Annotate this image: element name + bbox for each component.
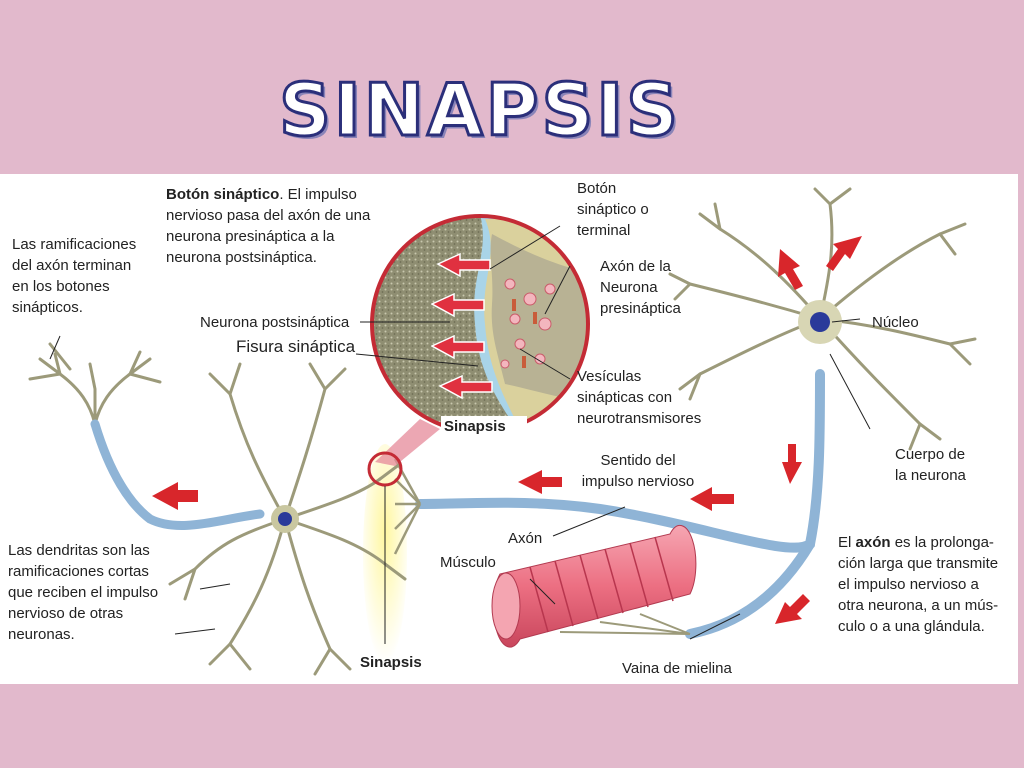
impulse-arrows: [152, 236, 862, 624]
neurotransmitter-arrows: [430, 252, 493, 400]
arrow-down-axon: [782, 444, 802, 484]
muscle: [491, 524, 697, 648]
label-axon-def-post: es la prolonga-ción larga que transmite …: [838, 534, 999, 635]
axon-left: [90, 419, 265, 530]
label-boton-terminal: Botón sináptico o terminal: [577, 180, 649, 239]
arrow-dendrite-2: [826, 236, 862, 271]
nerve-endings-muscle: [559, 613, 691, 635]
label-axon-definicion: El axón es la prolonga-ción larga que tr…: [838, 532, 1008, 637]
label-axon-def-pre: El: [838, 534, 856, 551]
arrow-mid-axon: [690, 487, 734, 511]
synapse-circle: [367, 451, 403, 487]
synapse-terminal-fan: [393, 458, 422, 555]
axon-to-muscle: [685, 539, 815, 639]
label-fisura-sinaptica: Fisura sináptica: [236, 337, 356, 356]
synapse-diagram: Botón sináptico. El impulso nervioso pas…: [0, 174, 1018, 684]
zoom-connector: [375, 419, 440, 466]
arrow-left-axon: [152, 482, 198, 510]
left-neuron-dendrites: [168, 362, 407, 676]
label-boton-sinaptico: Botón sináptico. El impulso nervioso pas…: [166, 184, 381, 268]
right-neuron-nucleus: [810, 312, 830, 332]
label-boton-sinaptico-title: Botón sináptico: [166, 186, 280, 203]
main-axon: [415, 369, 825, 553]
label-sinapsis-bottom: Sinapsis: [360, 654, 422, 671]
synapse-zoom: [372, 216, 588, 432]
leader-lines: [49, 225, 871, 644]
label-vesiculas: Vesículas sinápticas con neurotransmisor…: [577, 368, 702, 427]
label-cuerpo-neurona: Cuerpo de la neurona: [895, 446, 966, 484]
label-ramificaciones: Las ramificaciones del axón terminan en …: [12, 236, 137, 316]
axon-terminal-branches: [28, 342, 162, 426]
label-axon-def-title: axón: [855, 534, 891, 551]
slide-title: SINAPSIS: [278, 67, 681, 154]
label-axon-presinaptica: Axón de la Neurona presináptica: [600, 258, 681, 317]
arrow-muscle: [775, 594, 810, 624]
label-nucleo: Núcleo: [872, 314, 919, 331]
arrow-top-axon: [518, 470, 562, 494]
arrow-dendrite-1: [778, 249, 803, 290]
label-musculo: Músculo: [440, 554, 496, 571]
label-neurona-postsinaptica: Neurona postsináptica: [200, 314, 350, 331]
label-boton-sinaptico-desc: . El impulso nervioso pasa del axón de u…: [166, 186, 371, 266]
label-vaina-mielina: Vaina de mielina: [622, 660, 732, 677]
label-dendritas: Las dendritas son las ramificaciones cor…: [8, 542, 159, 643]
diagram-drawing: [28, 187, 977, 676]
label-sentido-impulso: Sentido del impulso nervioso: [581, 452, 695, 490]
left-neuron-nucleus: [278, 512, 292, 526]
label-axon: Axón: [508, 530, 543, 547]
label-sinapsis-zoom: Sinapsis: [441, 416, 527, 437]
